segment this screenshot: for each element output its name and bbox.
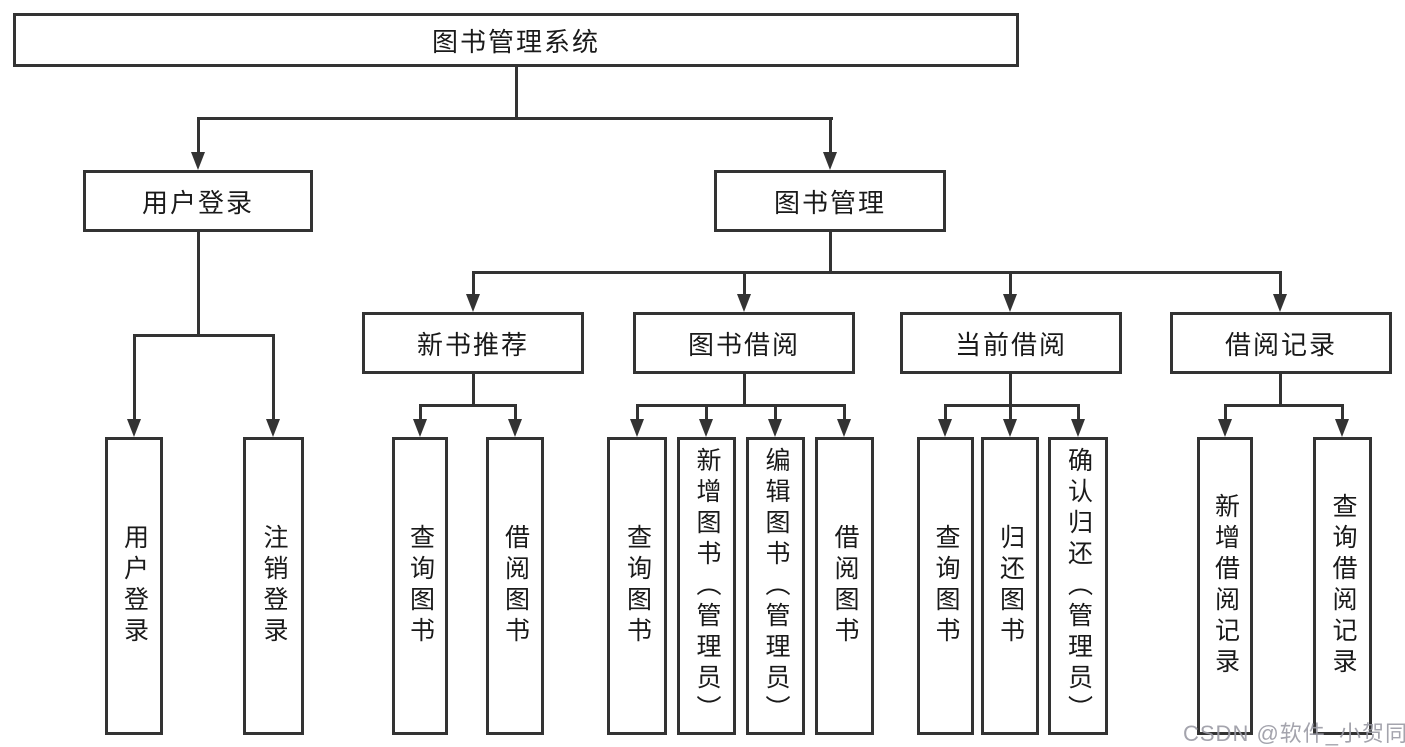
node-label: 查询图书 [406, 524, 435, 648]
leaf-borrow-books-recommend: 借阅图书 [486, 437, 544, 735]
arrow-down-icon [1003, 294, 1017, 312]
connector-line [272, 334, 275, 421]
leaf-user-login: 用户登录 [105, 437, 163, 735]
arrow-down-icon [191, 152, 205, 170]
connector-line [705, 404, 708, 421]
node-label: 借阅图书 [501, 524, 530, 648]
connector-line [472, 271, 475, 296]
connector-line [419, 404, 517, 407]
node-label: 用户登录 [141, 187, 254, 218]
connector-line [944, 404, 947, 421]
csdn-watermark: CSDN @软件_小贺同学 [1183, 721, 1405, 746]
connector-line [197, 117, 833, 120]
leaf-query-books-current: 查询图书 [917, 437, 974, 735]
connector-line [515, 66, 518, 119]
leaf-add-borrow-record: 新增借阅记录 [1197, 437, 1253, 735]
node-label: 确认归还（管理员） [1064, 446, 1093, 726]
connector-line [1009, 271, 1012, 296]
connector-line [472, 271, 1282, 274]
connector-line [636, 404, 639, 421]
leaf-edit-book-admin: 编辑图书（管理员） [746, 437, 805, 735]
connector-line [472, 374, 475, 406]
leaf-query-books-recommend: 查询图书 [392, 437, 448, 735]
arrow-down-icon [699, 419, 713, 437]
arrow-down-icon [837, 419, 851, 437]
node-current-borrowing: 当前借阅 [900, 312, 1122, 374]
arrow-down-icon [630, 419, 644, 437]
leaf-confirm-return-admin: 确认归还（管理员） [1048, 437, 1108, 735]
arrow-down-icon [413, 419, 427, 437]
connector-line [944, 404, 1080, 407]
arrow-down-icon [508, 419, 522, 437]
node-label: 注销登录 [260, 524, 288, 648]
arrow-down-icon [127, 419, 141, 437]
arrow-down-icon [266, 419, 280, 437]
connector-line [743, 271, 746, 296]
connector-line [1279, 374, 1282, 406]
arrow-down-icon [823, 152, 837, 170]
leaf-query-borrow-record: 查询借阅记录 [1313, 437, 1372, 735]
leaf-query-books-borrowing: 查询图书 [607, 437, 667, 735]
arrow-down-icon [768, 419, 782, 437]
connector-line [419, 404, 422, 421]
node-label: 借阅记录 [1224, 329, 1337, 360]
node-label: 查询图书 [623, 524, 652, 648]
arrow-down-icon [1003, 419, 1017, 437]
connector-line [743, 374, 746, 406]
arrow-down-icon [1273, 294, 1287, 312]
connector-line [197, 117, 200, 155]
node-label: 编辑图书（管理员） [762, 446, 790, 726]
arrow-down-icon [938, 419, 952, 437]
node-label: 新书推荐 [416, 329, 529, 360]
node-label: 查询借阅记录 [1329, 493, 1357, 679]
node-label: 新增图书（管理员） [693, 446, 721, 726]
node-label: 新增借阅记录 [1211, 493, 1240, 679]
arrow-down-icon [1218, 419, 1232, 437]
arrow-down-icon [737, 294, 751, 312]
leaf-add-book-admin: 新增图书（管理员） [677, 437, 736, 735]
arrow-down-icon [1335, 419, 1349, 437]
node-label: 归还图书 [996, 524, 1025, 648]
connector-line [829, 117, 832, 155]
connector-line [1077, 404, 1080, 421]
arrow-down-icon [1071, 419, 1085, 437]
node-label: 图书借阅 [687, 329, 800, 360]
node-new-book-recommend: 新书推荐 [362, 312, 584, 374]
connector-line [1224, 404, 1227, 421]
connector-line [197, 232, 200, 336]
connector-line [843, 404, 846, 421]
leaf-return-books: 归还图书 [981, 437, 1039, 735]
connector-line [774, 404, 777, 421]
connector-line [1009, 374, 1012, 406]
node-book-borrowing: 图书借阅 [633, 312, 855, 374]
connector-line [1341, 404, 1344, 421]
connector-line [636, 404, 846, 407]
node-label: 查询图书 [932, 524, 960, 648]
leaf-borrow-books-borrowing: 借阅图书 [815, 437, 874, 735]
connector-line [1224, 404, 1344, 407]
node-label: 图书管理 [773, 187, 886, 218]
node-label: 当前借阅 [954, 329, 1067, 360]
node-library-management-system: 图书管理系统 [13, 13, 1019, 67]
connector-line [829, 232, 832, 273]
node-label: 图书管理系统 [431, 26, 600, 57]
node-book-management: 图书管理 [714, 170, 946, 232]
arrow-down-icon [466, 294, 480, 312]
node-borrowing-records: 借阅记录 [1170, 312, 1392, 374]
connector-line [1009, 404, 1012, 421]
connector-line [1279, 271, 1282, 296]
connector-line [514, 404, 517, 421]
node-label: 用户登录 [120, 524, 149, 648]
connector-line [133, 334, 136, 421]
node-user-login: 用户登录 [83, 170, 313, 232]
connector-line [133, 334, 275, 337]
leaf-logout: 注销登录 [243, 437, 304, 735]
node-label: 借阅图书 [831, 524, 859, 648]
